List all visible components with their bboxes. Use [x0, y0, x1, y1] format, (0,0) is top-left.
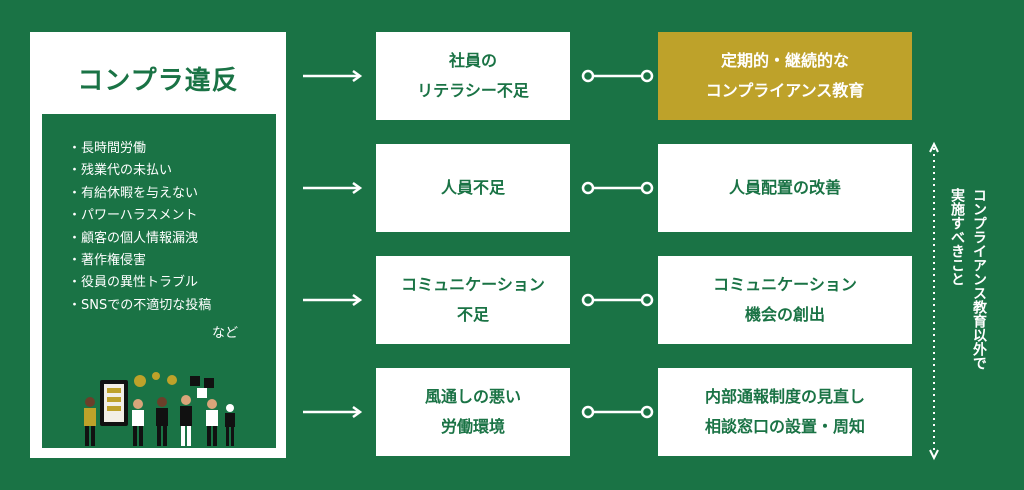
violation-item: パワーハラスメント	[68, 205, 211, 227]
violations-list-box: 長時間労働 残業代の未払い 有給休暇を与えない パワーハラスメント 顧客の個人情…	[42, 114, 276, 448]
panel-title: コンプラ違反	[77, 66, 239, 96]
cause-label: コミュニケーション 不足	[401, 275, 545, 324]
violation-item: 有給休暇を与えない	[68, 183, 211, 205]
solution-label: 人員配置の改善	[728, 178, 841, 197]
arrow-right-icon	[303, 294, 363, 306]
cause-box: コミュニケーション 不足	[376, 256, 570, 344]
cause-box: 人員不足	[376, 144, 570, 232]
violation-item: 著作権侵害	[68, 250, 211, 272]
cause-label: 風通しの悪い 労働環境	[424, 387, 521, 436]
side-note: コンプライアンス教育以外で 実施すべきこと	[949, 188, 987, 370]
cause-box: 風通しの悪い 労働環境	[376, 368, 570, 456]
violation-item: 長時間労働	[68, 138, 211, 160]
solution-box: コミュニケーション 機会の創出	[658, 256, 912, 344]
solution-box-highlight: 定期的・継続的な コンプライアンス教育	[658, 32, 912, 120]
connector-icon	[581, 69, 654, 83]
etc-label: など	[212, 326, 239, 341]
violation-item: 残業代の未払い	[68, 160, 211, 182]
violation-item: 役員の異性トラブル	[68, 272, 211, 294]
cause-label: 社員の リテラシー不足	[417, 51, 529, 100]
solution-box: 内部通報制度の見直し 相談窓口の設置・周知	[658, 368, 912, 456]
arrow-right-icon	[303, 182, 363, 194]
violation-item: SNSでの不適切な投稿	[68, 295, 211, 317]
violations-list: 長時間労働 残業代の未払い 有給休暇を与えない パワーハラスメント 顧客の個人情…	[68, 138, 211, 317]
solution-box: 人員配置の改善	[658, 144, 912, 232]
solution-label: 内部通報制度の見直し 相談窓口の設置・周知	[704, 387, 865, 436]
arrow-right-icon	[303, 70, 363, 82]
arrow-right-icon	[303, 406, 363, 418]
connector-icon	[581, 405, 654, 419]
violations-panel: コンプラ違反 長時間労働 残業代の未払い 有給休暇を与えない パワーハラスメント…	[30, 32, 286, 458]
cause-label: 人員不足	[440, 178, 505, 197]
solution-label: コミュニケーション 機会の創出	[713, 275, 857, 324]
solution-label: 定期的・継続的な コンプライアンス教育	[705, 51, 865, 100]
cause-box: 社員の リテラシー不足	[376, 32, 570, 120]
violation-item: 顧客の個人情報漏洩	[68, 228, 211, 250]
people-illustration	[84, 372, 235, 446]
connector-icon	[581, 181, 654, 195]
vertical-range-arrow-icon	[929, 141, 939, 461]
connector-icon	[581, 293, 654, 307]
